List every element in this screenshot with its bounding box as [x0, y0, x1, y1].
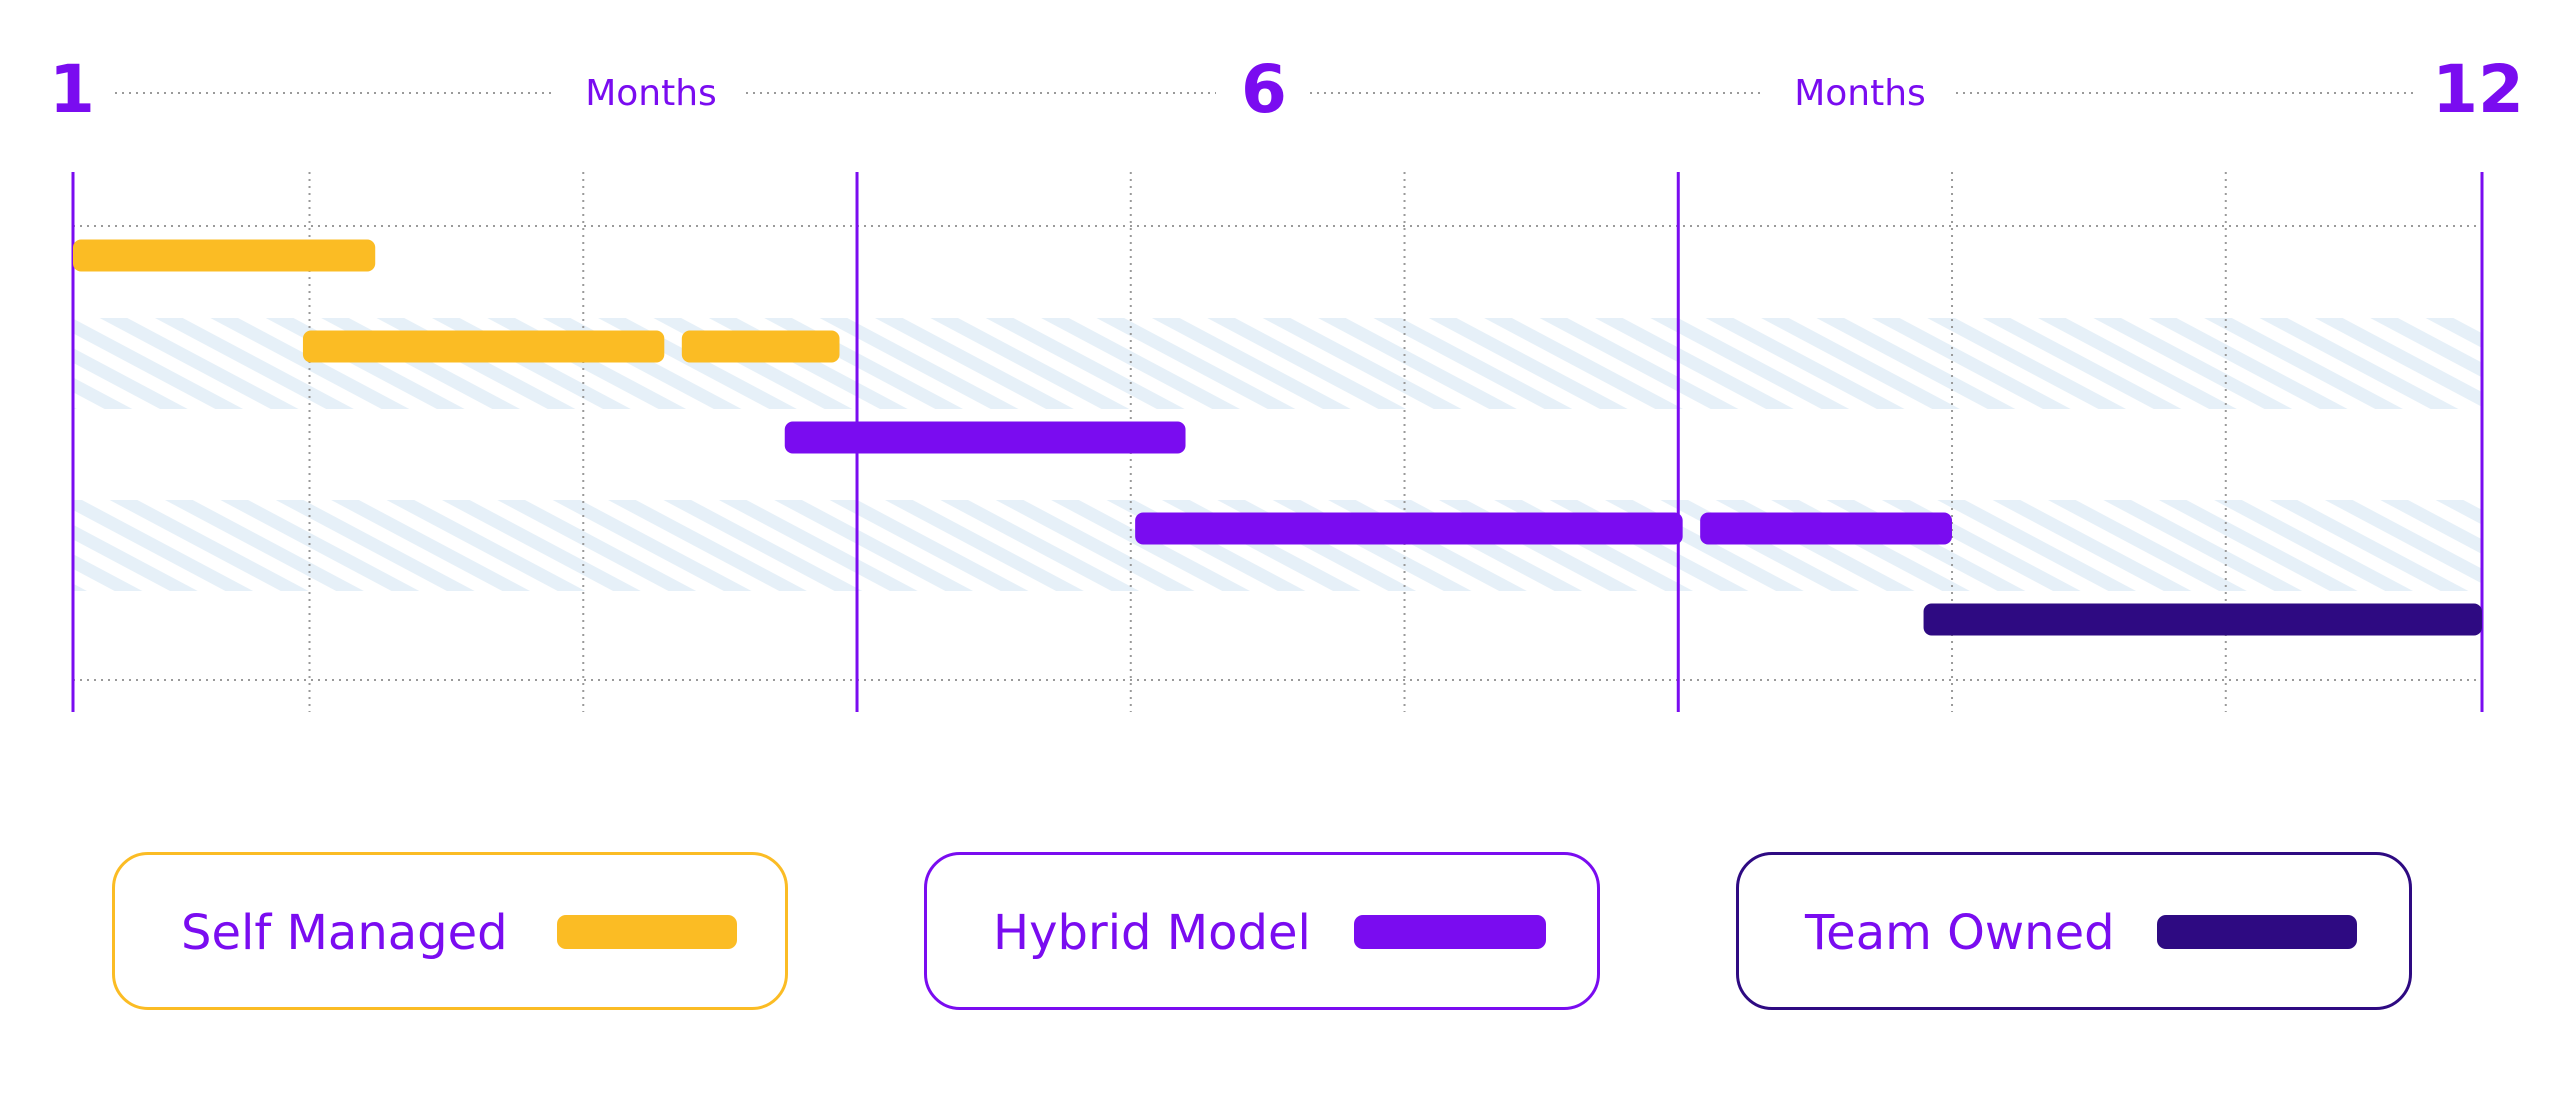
- legend-label-self-managed: Self Managed: [181, 905, 508, 961]
- legend-swatch-hybrid-model: [1354, 915, 1546, 949]
- task-bar-hybrid-model: [1700, 512, 1953, 545]
- task-bar-team-owned: [1923, 603, 2482, 636]
- timeline-chart: 1 Months 6 Months 12: [49, 51, 2524, 712]
- bar-layer: [73, 239, 2482, 636]
- axis-mid-label: 6: [1241, 51, 1287, 128]
- task-bar-self-managed: [302, 330, 665, 363]
- legend-card-team-owned: Team Owned: [1736, 852, 2412, 1010]
- legend-label-team-owned: Team Owned: [1805, 905, 2115, 961]
- legend-label-hybrid-model: Hybrid Model: [993, 905, 1311, 961]
- axis-start-label: 1: [49, 51, 95, 128]
- segment-label-months-2: Months: [1794, 73, 1926, 114]
- task-bar-hybrid-model: [784, 421, 1186, 454]
- legend-card-self-managed: Self Managed: [112, 852, 788, 1010]
- legend-swatch-team-owned: [2157, 915, 2357, 949]
- segment-label-months-1: Months: [585, 73, 717, 114]
- axis-end-label: 12: [2432, 51, 2524, 128]
- legend-swatch-self-managed: [557, 915, 737, 949]
- task-bar-self-managed: [681, 330, 840, 363]
- legend-card-hybrid-model: Hybrid Model: [924, 852, 1600, 1010]
- task-bar-self-managed: [73, 239, 376, 272]
- task-bar-hybrid-model: [1135, 512, 1683, 545]
